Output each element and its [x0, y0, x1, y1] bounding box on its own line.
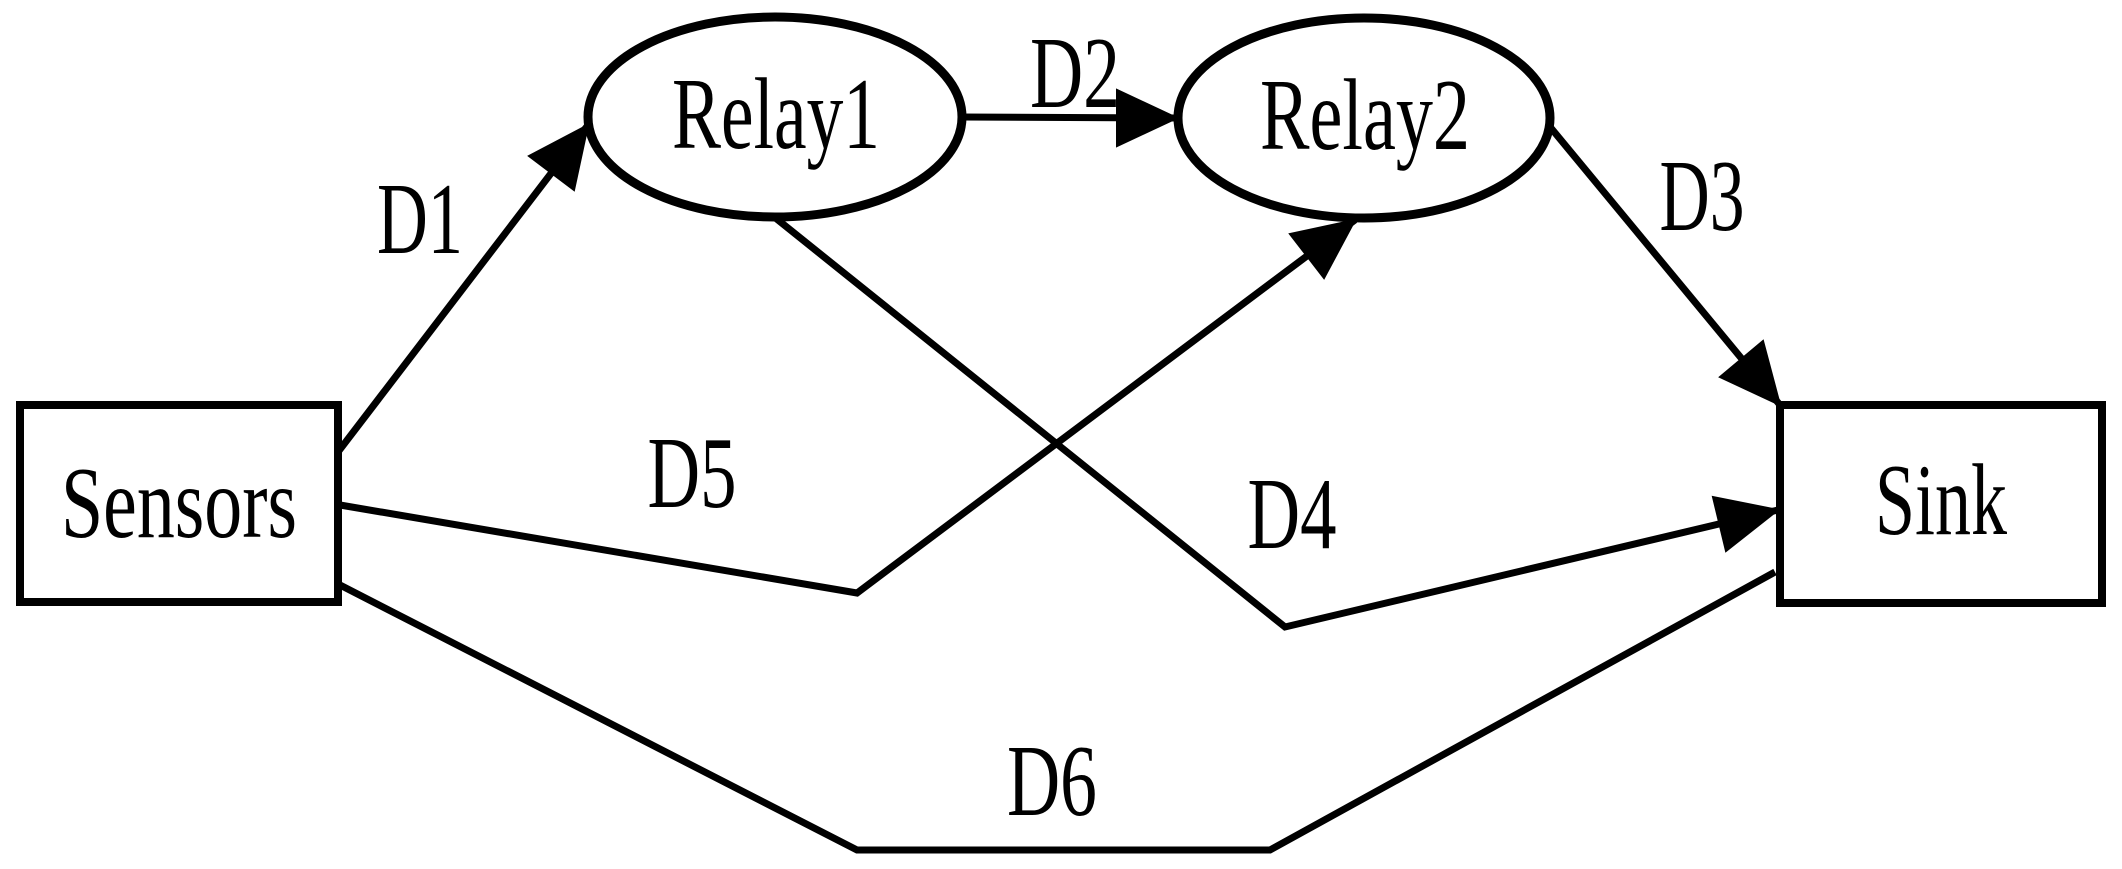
sink-box: [1776, 401, 2106, 607]
node-sensors: Sensors: [16, 401, 342, 606]
edge-d6-label: D6: [1007, 725, 1097, 838]
edge-d4-line: [770, 213, 1779, 631]
edge-d2: D2: [959, 17, 1180, 148]
sensors-box: [16, 401, 342, 606]
relay1-ellipse: [583, 12, 967, 222]
sink-label: Sink: [1875, 444, 2007, 557]
edge-d2-label: D2: [1030, 17, 1120, 130]
edge-d1-line: [335, 122, 591, 455]
edge-d3-label: D3: [1660, 140, 1745, 253]
edge-d5-label: D5: [648, 417, 737, 530]
relay2-ellipse: [1173, 13, 1555, 223]
edge-d5-line: [339, 217, 1358, 597]
edge-d1-label: D1: [377, 163, 463, 276]
edge-d6-line: [338, 568, 1777, 854]
edge-d4-label: D4: [1248, 458, 1337, 571]
relay1-label: Relay1: [672, 58, 880, 171]
sensors-label: Sensors: [61, 447, 297, 560]
edge-d5: D5: [339, 217, 1358, 597]
edge-d2-arrowhead-icon: [1116, 88, 1180, 148]
relay2-label: Relay2: [1260, 59, 1470, 172]
node-relay2: Relay2: [1173, 13, 1555, 223]
edge-d1-arrowhead-icon: [527, 123, 590, 192]
edge-d3-line: [1543, 119, 1783, 408]
edge-d4: D4: [770, 213, 1781, 631]
edge-d6: D6: [338, 568, 1777, 854]
edges-layer: D1 D2 D3 D4 D5 D6: [335, 17, 1783, 854]
edge-d3-arrowhead-icon: [1718, 339, 1782, 407]
edge-d3: D3: [1543, 119, 1783, 408]
edge-d4-arrowhead-icon: [1711, 495, 1781, 553]
edge-d5-arrowhead-icon: [1288, 218, 1357, 280]
edge-d1: D1: [335, 122, 591, 455]
node-relay1: Relay1: [583, 12, 967, 222]
node-sink: Sink: [1776, 401, 2106, 607]
nodes-layer: Sensors Relay1 Relay2 Sink: [16, 12, 2106, 607]
